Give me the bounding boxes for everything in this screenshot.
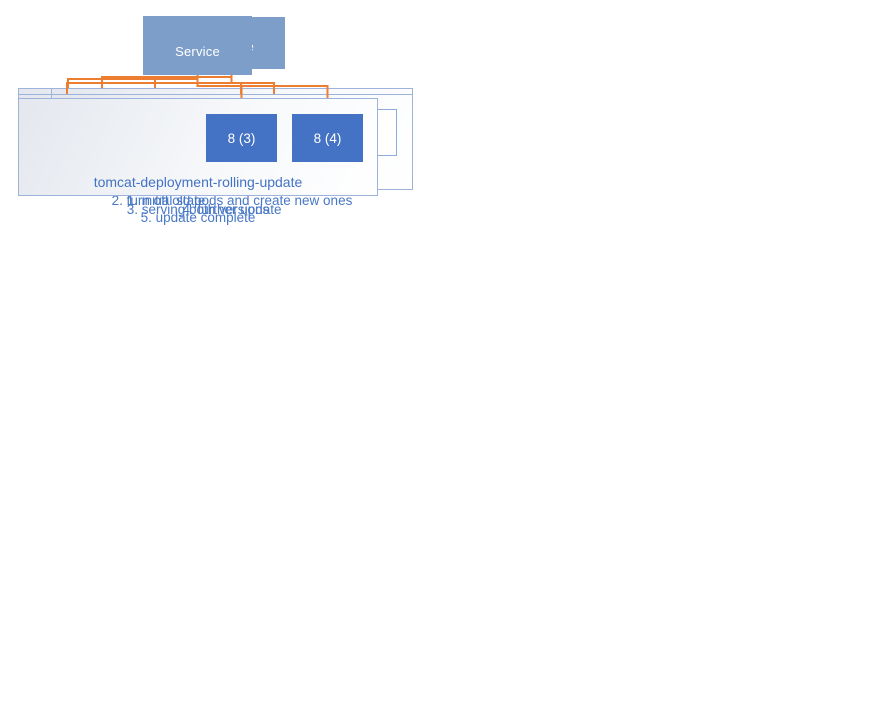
step-caption: 1. initial state bbox=[126, 193, 206, 208]
step-caption: 4. further update bbox=[182, 202, 282, 217]
deployment-label: tomcat-deployment-rolling-update bbox=[93, 174, 303, 190]
panel-update-complete: Service 8 (3) 8 (4) tomcat-deployment-ro… bbox=[0, 0, 435, 240]
step-caption: 2. turn off old pods and create new ones bbox=[111, 193, 353, 208]
deployment-box: 8 (3) 8 (4) tomcat-deployment-rolling-up… bbox=[18, 98, 378, 196]
service-box: Service bbox=[143, 28, 252, 75]
pod-8-4: 8 (4) bbox=[292, 114, 363, 162]
pod-8-3: 8 (3) bbox=[206, 114, 277, 162]
step-caption: 5. update complete bbox=[140, 210, 256, 225]
step-caption: 3. serving both versions bbox=[126, 202, 270, 217]
